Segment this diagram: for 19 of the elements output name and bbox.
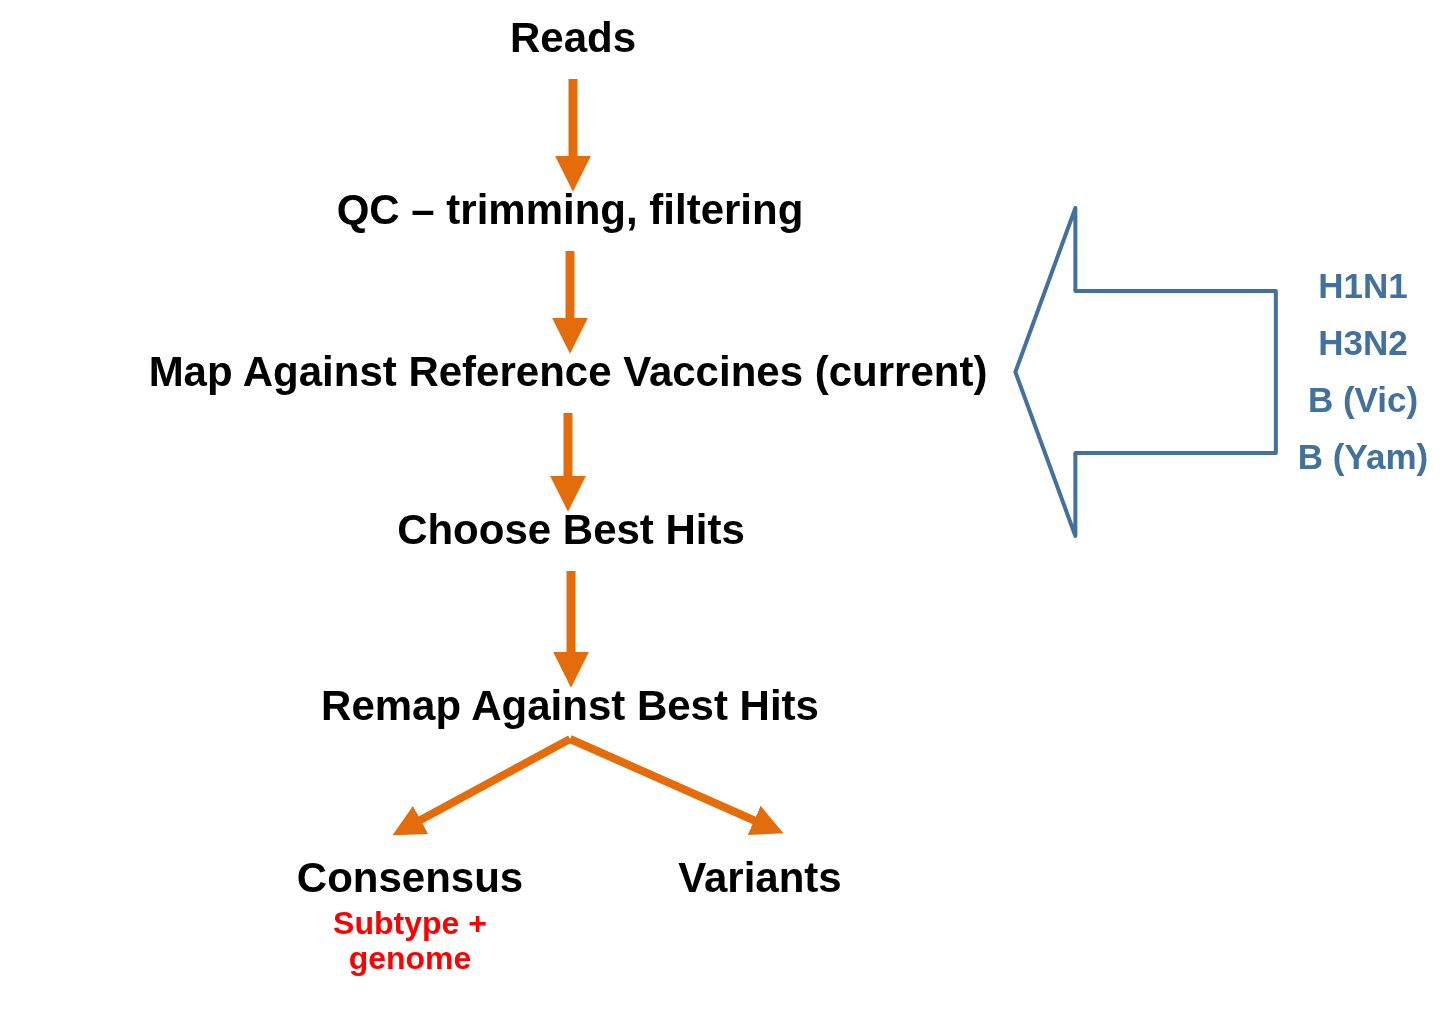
- step-label: Map Against Reference Vaccines (current): [148, 347, 988, 397]
- step-label: Variants: [678, 853, 842, 903]
- arrow: [552, 251, 588, 354]
- step-label: QC – trimming, filtering: [336, 185, 804, 235]
- arrow: [392, 735, 572, 836]
- block-arrow: [1013, 206, 1278, 538]
- subtype-label: B (Yam): [1297, 436, 1429, 478]
- arrow: [568, 735, 784, 836]
- step-label: Consensus: [296, 853, 524, 903]
- note-text: Subtype + genome: [332, 906, 488, 976]
- step-label: Choose Best Hits: [397, 505, 745, 555]
- subtype-label: H3N2: [1318, 322, 1408, 364]
- arrow: [553, 571, 589, 688]
- step-label: Remap Against Best Hits: [321, 681, 819, 731]
- arrow: [550, 413, 586, 512]
- subtype-label: B (Vic): [1307, 379, 1419, 421]
- step-label: Reads: [509, 13, 637, 63]
- arrow: [555, 79, 591, 192]
- subtype-label: H1N1: [1318, 265, 1408, 307]
